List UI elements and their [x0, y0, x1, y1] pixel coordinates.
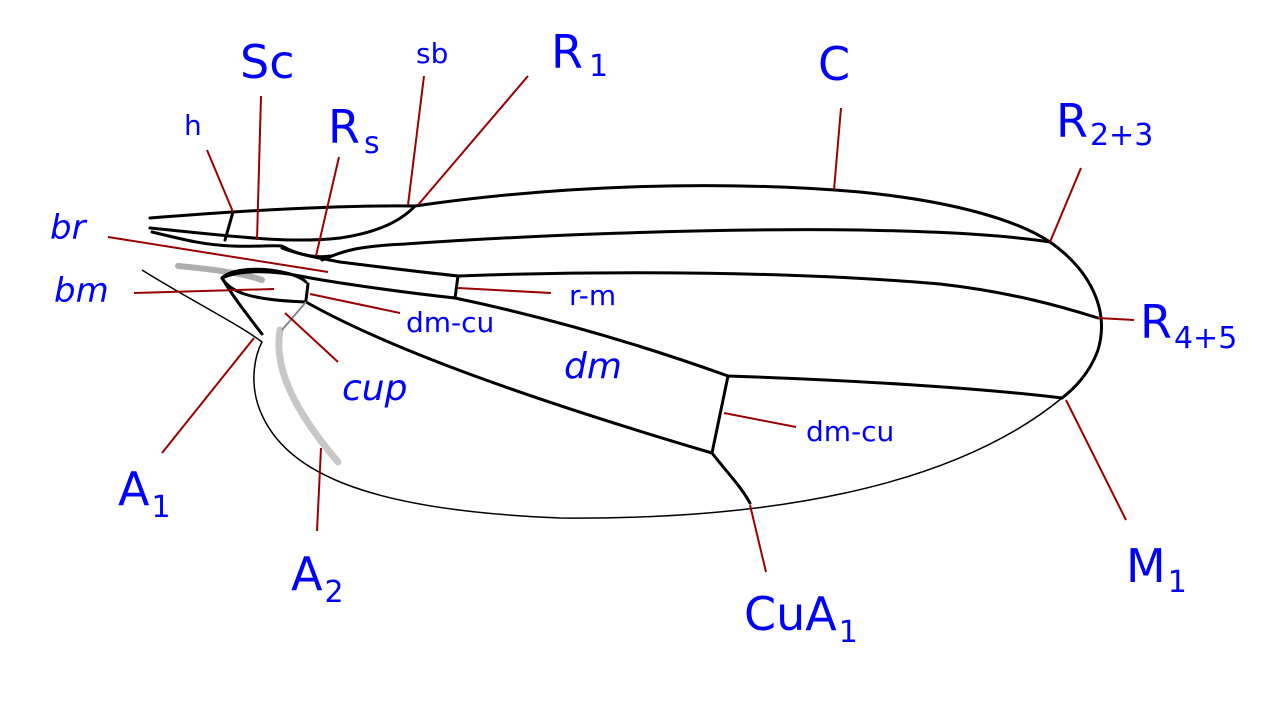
label-a1-sub: 1 [151, 490, 170, 525]
label-cua1-base: CuA [744, 587, 837, 641]
label-bm: bm [54, 271, 109, 311]
leader-cua1 [749, 504, 767, 573]
leader-dmcu-lower [723, 412, 797, 428]
label-r1-base: R [551, 25, 583, 79]
vein-cua [220, 276, 752, 505]
label-a1-base: A [118, 462, 150, 516]
leader-a1 [161, 337, 255, 454]
label-c: C [818, 37, 850, 91]
label-br: br [50, 208, 88, 248]
vein-m [220, 270, 1064, 400]
label-rs-base: R [328, 100, 360, 154]
vein-cup-close [281, 301, 307, 331]
label-a2-base: A [291, 547, 323, 601]
vein-humeral [223, 210, 235, 242]
leader-bm [133, 288, 275, 294]
vein-dmcu-distal [710, 374, 730, 455]
leader-rs [315, 156, 340, 257]
leader-sc [256, 95, 262, 241]
label-cup: cup [342, 368, 407, 409]
label-r1-sub: 1 [589, 49, 608, 84]
leader-r45 [1097, 317, 1135, 321]
label-r23-base: R [1056, 94, 1088, 148]
vein-r45 [280, 246, 1100, 320]
vein-costa [148, 184, 1103, 400]
leader-h [206, 149, 234, 213]
leader-r1 [417, 75, 529, 206]
leader-a2 [316, 447, 322, 532]
vein-rm [453, 274, 460, 300]
label-m1: M1 [1126, 539, 1187, 600]
label-m1-base: M [1126, 539, 1166, 593]
leader-sb [407, 75, 425, 206]
leader-dmcu-upper [309, 293, 401, 314]
label-rs-sub: s [364, 126, 380, 161]
vein-subcosta [148, 204, 417, 242]
label-a2: A2 [291, 547, 344, 610]
label-sb: sb [416, 37, 448, 70]
label-sc: Sc [240, 35, 295, 89]
vein-a1 [220, 276, 264, 336]
wing-outline [141, 263, 1063, 519]
vein-bm-top [220, 267, 308, 284]
leader-c [833, 107, 842, 191]
wing-posterior-margin [141, 269, 1063, 519]
label-dmcu-upper: dm-cu [406, 306, 494, 339]
wing-veins [148, 184, 1103, 505]
leader-m1 [1065, 399, 1127, 521]
label-cua1: CuA1 [744, 587, 858, 650]
label-r45-base: R [1140, 295, 1172, 349]
label-r45-sub: 4+5 [1174, 321, 1237, 356]
label-cua1-sub: 1 [839, 615, 858, 650]
vein-dmcu-basal [304, 282, 310, 302]
label-h: h [184, 109, 202, 142]
label-rm: r-m [569, 279, 616, 312]
label-a2-sub: 2 [324, 575, 343, 610]
leader-br [107, 236, 329, 273]
anal-fold-shadow [275, 326, 342, 466]
label-dmcu-lower: dm-cu [806, 415, 894, 448]
label-dm: dm [564, 346, 622, 387]
label-r23: R2+3 [1056, 94, 1153, 153]
label-r23-sub: 2+3 [1090, 118, 1153, 153]
leader-cup [284, 312, 339, 363]
label-r45: R4+5 [1140, 295, 1237, 356]
leader-rm [457, 287, 552, 294]
label-a1: A1 [118, 462, 171, 525]
leader-lines [107, 75, 1135, 573]
cup-fold-shadow [175, 263, 265, 283]
vein-r23 [320, 228, 1052, 262]
leader-r23 [1049, 167, 1082, 243]
label-m1-sub: 1 [1168, 565, 1187, 600]
